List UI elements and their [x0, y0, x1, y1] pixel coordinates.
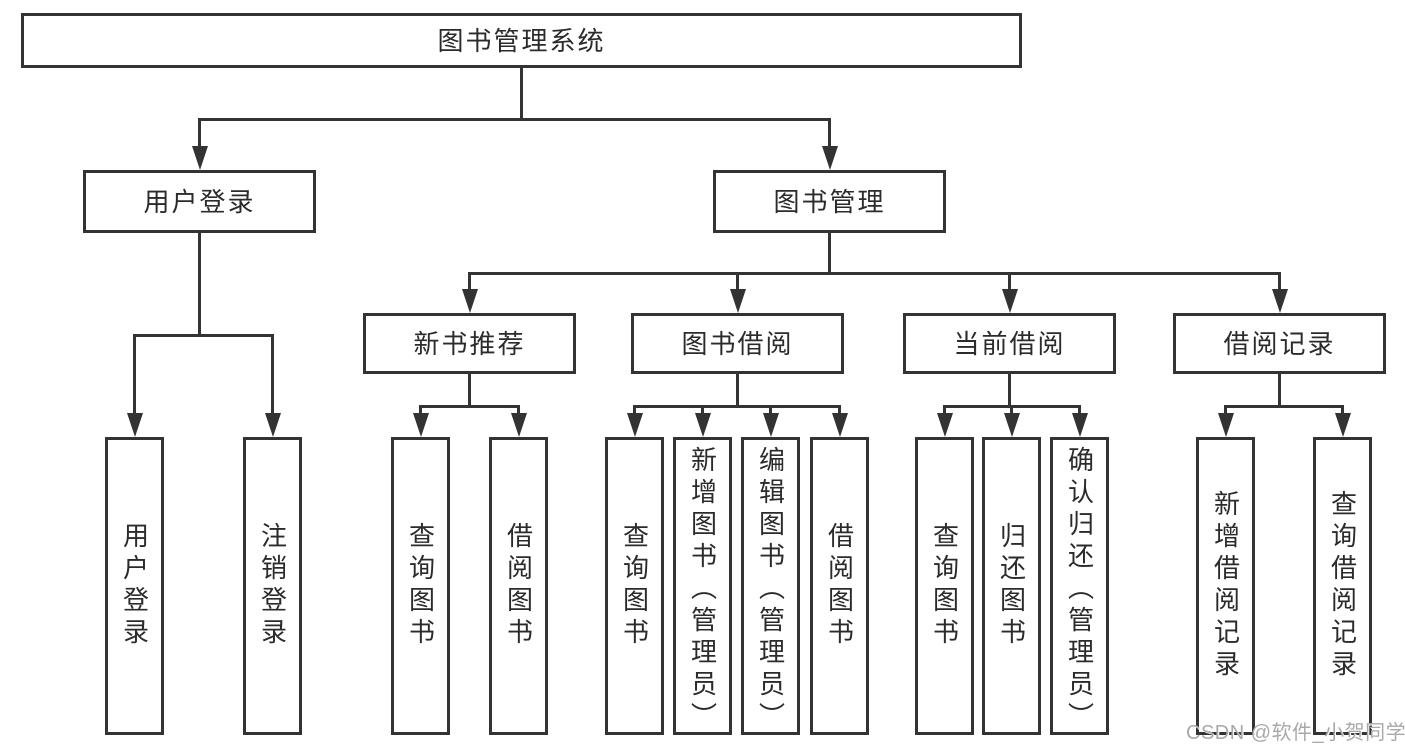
connector-bar [633, 404, 841, 408]
connector-stem [468, 374, 471, 408]
node-borrowing-records: 借阅记录 [1173, 313, 1386, 374]
connector-stem [520, 68, 523, 121]
connector-drop [1008, 273, 1011, 293]
connector-stem [736, 374, 739, 408]
node-user-login: 用户登录 [83, 170, 316, 233]
arrow-down-icon [821, 146, 838, 170]
arrow-down-icon [1271, 289, 1288, 313]
node-label: 图书管理系统 [437, 25, 606, 56]
connector-drop [1341, 406, 1344, 417]
arrow-down-icon [936, 413, 953, 437]
arrow-down-icon [126, 413, 143, 437]
node-label: 借阅图书 [824, 522, 855, 650]
arrow-down-icon [1071, 413, 1088, 437]
leaf-query-books-recommend: 查询图书 [391, 437, 450, 735]
node-label: 用户登录 [143, 186, 256, 217]
connector-drop [271, 335, 274, 417]
connector-stem [1278, 374, 1281, 408]
connector-stem [1008, 374, 1011, 408]
connector-bar [468, 271, 1281, 275]
connector-stem [198, 233, 201, 337]
node-label: 查询图书 [405, 522, 436, 650]
node-label: 查询借阅记录 [1327, 490, 1358, 682]
node-label: 图书管理 [773, 186, 886, 217]
node-label: 图书借阅 [681, 328, 794, 359]
leaf-query-borrow-record: 查询借阅记录 [1313, 437, 1372, 735]
node-label: 当前借阅 [953, 328, 1066, 359]
node-label: 借阅记录 [1223, 328, 1336, 359]
node-current-borrowing: 当前借阅 [903, 313, 1116, 374]
node-label: 查询图书 [929, 522, 960, 650]
connector-drop [828, 119, 831, 150]
connector-drop [419, 406, 422, 417]
leaf-return-books: 归还图书 [982, 437, 1041, 735]
arrow-down-icon [1334, 413, 1351, 437]
node-label: 编辑图书（管理员） [755, 445, 786, 734]
connector-drop [468, 273, 471, 293]
connector-drop [736, 273, 739, 293]
connector-bar [419, 404, 520, 408]
connector-stem [828, 233, 831, 275]
arrow-down-icon [412, 413, 429, 437]
connector-drop [943, 406, 946, 417]
leaf-edit-books-admin: 编辑图书（管理员） [741, 437, 800, 735]
leaf-confirm-return-admin: 确认归还（管理员） [1050, 437, 1109, 735]
arrow-down-icon [510, 413, 527, 437]
node-label: 查询图书 [619, 522, 650, 650]
leaf-logout: 注销登录 [243, 437, 302, 735]
node-label: 新增借阅记录 [1210, 490, 1241, 682]
arrow-down-icon [1001, 289, 1018, 313]
arrow-down-icon [729, 289, 746, 313]
connector-bar [198, 117, 831, 121]
arrow-down-icon [461, 289, 478, 313]
connector-drop [1010, 406, 1013, 417]
connector-bar [1224, 404, 1344, 408]
arrow-down-icon [694, 413, 711, 437]
arrow-down-icon [762, 413, 779, 437]
connector-drop [633, 406, 636, 417]
connector-drop [1224, 406, 1227, 417]
node-label: 借阅图书 [503, 522, 534, 650]
connector-drop [133, 335, 136, 417]
leaf-user-login: 用户登录 [105, 437, 164, 735]
leaf-borrow-books-recommend: 借阅图书 [489, 437, 548, 735]
connector-drop [517, 406, 520, 417]
node-label: 注销登录 [257, 522, 288, 650]
node-book-borrowing: 图书借阅 [631, 313, 844, 374]
connector-drop [838, 406, 841, 417]
node-book-management: 图书管理 [713, 170, 946, 233]
arrow-down-icon [191, 146, 208, 170]
connector-drop [1078, 406, 1081, 417]
connector-drop [198, 119, 201, 150]
arrow-down-icon [264, 413, 281, 437]
leaf-add-books-admin: 新增图书（管理员） [673, 437, 732, 735]
node-library-management-system: 图书管理系统 [21, 13, 1022, 68]
node-label: 确认归还（管理员） [1064, 445, 1095, 734]
arrow-down-icon [1003, 413, 1020, 437]
node-label: 用户登录 [119, 522, 150, 650]
csdn-watermark: CSDN @软件_小贺同学 [1186, 722, 1405, 744]
node-new-book-recommendation: 新书推荐 [363, 313, 576, 374]
node-label: 归还图书 [996, 522, 1027, 650]
arrow-down-icon [831, 413, 848, 437]
connector-drop [1278, 273, 1281, 293]
node-label: 新书推荐 [413, 328, 526, 359]
arrow-down-icon [1217, 413, 1234, 437]
connector-bar [133, 333, 274, 337]
leaf-query-books-borrowing: 查询图书 [605, 437, 664, 735]
leaf-borrow-books: 借阅图书 [810, 437, 869, 735]
node-label: 新增图书（管理员） [687, 445, 718, 734]
leaf-add-borrow-record: 新增借阅记录 [1196, 437, 1255, 735]
connector-drop [769, 406, 772, 417]
connector-drop [701, 406, 704, 417]
leaf-query-books-current: 查询图书 [915, 437, 974, 735]
arrow-down-icon [626, 413, 643, 437]
